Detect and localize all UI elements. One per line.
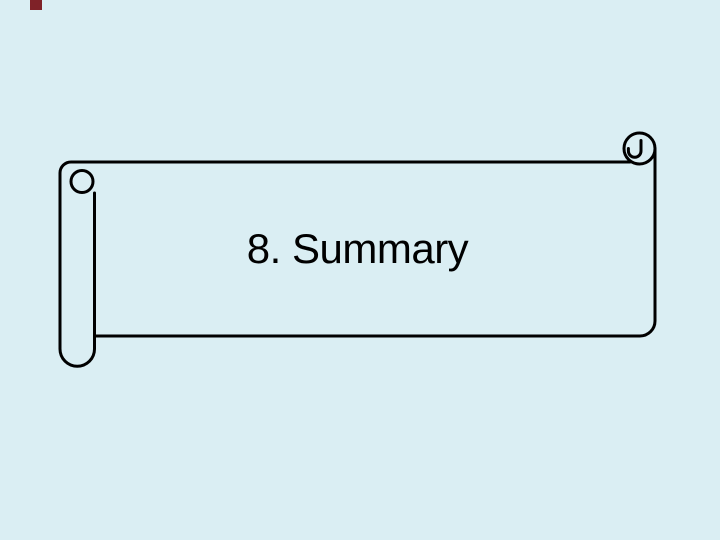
scroll-bottom-right-outline [93, 147, 657, 338]
slide-title: 8. Summary [246, 225, 469, 272]
scroll-left-outline [58, 160, 632, 368]
scroll-left-curl-inner-icon [69, 169, 95, 194]
scroll-right-curl-inner-icon [626, 139, 643, 159]
title-placeholder: 8. Summary [60, 163, 655, 335]
scroll-right-curl-icon [622, 131, 657, 166]
corner-accent-square [30, 0, 42, 10]
